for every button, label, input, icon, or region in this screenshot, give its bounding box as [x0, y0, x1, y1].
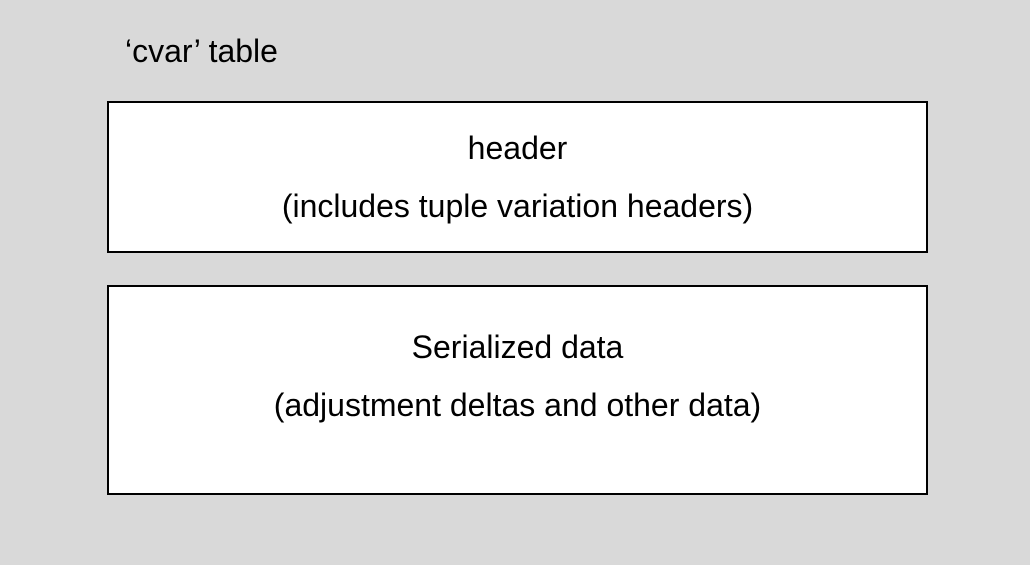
serialized-data-box-subtitle: (adjustment deltas and other data)	[273, 387, 762, 423]
serialized-data-box: Serialized data (adjustment deltas and o…	[107, 285, 928, 495]
header-box-title: header	[467, 130, 568, 166]
diagram-title: ‘cvar’ table	[125, 33, 278, 69]
header-box-subtitle: (includes tuple variation headers)	[281, 188, 754, 224]
header-box: header (includes tuple variation headers…	[107, 101, 928, 253]
serialized-data-box-title: Serialized data	[411, 329, 624, 365]
